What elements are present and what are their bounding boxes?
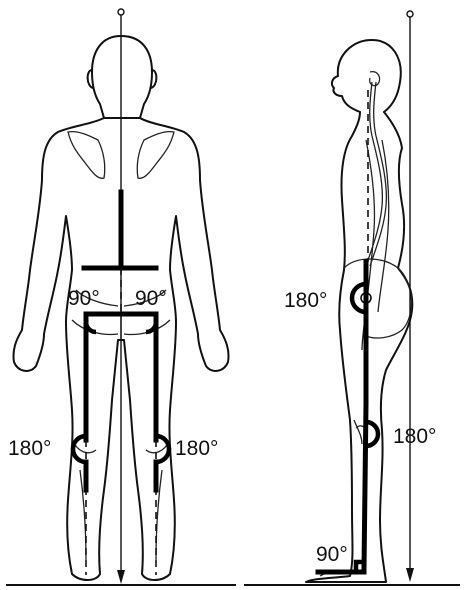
- side-ankle-angle: 90°: [316, 543, 348, 566]
- back-left-knee-angle: 180°: [8, 437, 51, 460]
- back-right-hip-angle: 90°: [135, 287, 167, 310]
- side-shank-alignment: [364, 404, 366, 568]
- side-body-outline: [306, 112, 412, 582]
- back-right-knee-angle: 180°: [175, 437, 218, 460]
- side-plumb-line: [406, 11, 414, 582]
- back-left-hip-angle: 90°: [68, 287, 100, 310]
- back-head: [92, 36, 152, 118]
- side-hip-angle: 180°: [284, 289, 327, 312]
- side-knee-angle: 180°: [393, 425, 436, 448]
- side-head: [332, 40, 401, 112]
